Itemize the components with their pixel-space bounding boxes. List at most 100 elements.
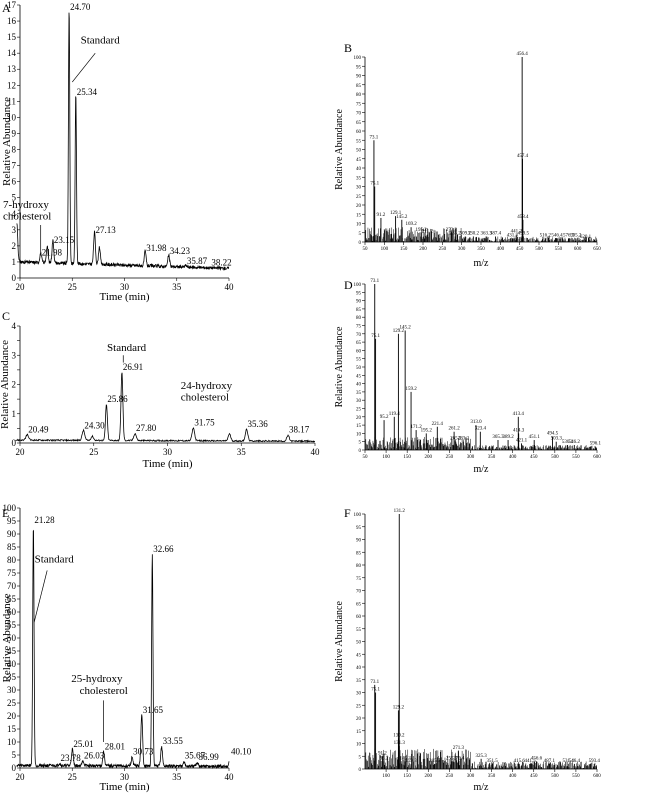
y-tick-label: 75 [356, 325, 362, 330]
ms-peak-label: 313.0 [470, 420, 482, 425]
panel-e: 0510152025303540455055606570758085909510… [1, 503, 252, 793]
y-tick-label: 35 [356, 176, 362, 181]
ms-peak-label: 516.2 [540, 233, 552, 238]
x-tick-label: 30 [163, 447, 173, 457]
y-tick-label: 80 [356, 93, 362, 98]
y-axis-label: Relative Abundance [0, 340, 11, 429]
ms-peak-label: 456.6 [531, 756, 543, 761]
ms-peak-label: 73.1 [370, 135, 379, 140]
y-tick-label: 10 [356, 223, 362, 228]
y-tick-label: 35 [7, 672, 17, 682]
ms-peak-label: 323.4 [475, 427, 487, 432]
ms-peak-label: 325.3 [476, 754, 488, 759]
ms-peak-label: 145.2 [400, 325, 412, 330]
y-tick-label: 95 [356, 291, 362, 296]
panel-letter: C [2, 309, 10, 323]
y-tick-label: 100 [3, 503, 17, 513]
y-tick-label: 95 [356, 65, 362, 70]
annotation-compound-line1: 25-hydroxy [71, 673, 123, 685]
peak-label: 34.23 [170, 246, 191, 256]
y-tick-label: 2 [12, 380, 17, 390]
panel-d: 0510152025303540455055606570758085909510… [334, 278, 601, 475]
x-tick-label: 400 [509, 774, 517, 779]
x-tick-label: 350 [477, 247, 485, 252]
y-tick-label: 100 [354, 283, 362, 288]
y-tick-label: 15 [356, 730, 362, 735]
y-tick-label: 85 [356, 308, 362, 313]
ms-peak-label: 145.3 [400, 756, 412, 761]
ms-peak-label: 215.3 [429, 759, 441, 764]
ms-peak-label: 129.2 [393, 329, 405, 334]
y-tick-label: 50 [356, 366, 362, 371]
y-tick-label: 20 [356, 416, 362, 421]
y-tick-label: 8 [12, 145, 17, 155]
x-tick-label: 50 [363, 247, 369, 252]
annotation-compound-line1: 7-hydroxy [3, 199, 49, 211]
peak-label: 21.98 [42, 248, 63, 258]
x-tick-label: 650 [593, 247, 601, 252]
y-tick-label: 20 [7, 711, 17, 721]
y-tick-label: 5 [12, 193, 17, 203]
ms-peak-label: 145.2 [396, 215, 408, 220]
y-tick-label: 15 [356, 424, 362, 429]
x-tick-label: 30 [120, 282, 130, 292]
y-tick-label: 0 [359, 768, 362, 773]
y-tick-label: 4 [12, 209, 17, 219]
y-tick-label: 6 [12, 177, 17, 187]
x-tick-label: 35 [172, 772, 182, 782]
peak-label: 36.99 [199, 752, 220, 762]
y-tick-label: 65 [7, 594, 17, 604]
ms-peak-label: 95.2 [380, 415, 389, 420]
x-tick-label: 150 [403, 774, 411, 779]
y-tick-label: 60 [356, 349, 362, 354]
y-tick-label: 14 [7, 48, 17, 58]
peak-label: 40.10 [231, 747, 252, 757]
y-tick-label: 5 [359, 755, 362, 760]
annotation-standard: Standard [35, 554, 75, 566]
ms-peak-label: 95.2 [380, 756, 389, 761]
ms-peak-label: 531.4 [562, 759, 574, 764]
y-tick-label: 85 [356, 551, 362, 556]
x-tick-label: 350 [488, 455, 496, 460]
x-tick-label: 100 [382, 774, 390, 779]
x-tick-label: 600 [593, 455, 601, 460]
y-tick-label: 13 [7, 64, 17, 74]
ms-peak-label: 413.4 [513, 412, 525, 417]
ms-peak-label: 421.1 [516, 438, 528, 443]
y-tick-label: 20 [356, 717, 362, 722]
peak-label: 23.15 [54, 235, 75, 245]
ms-peak-label: 487.1 [544, 759, 556, 764]
x-tick-label: 40 [225, 282, 235, 292]
ms-peak-label: 283.2 [458, 437, 470, 442]
y-tick-label: 17 [7, 0, 17, 10]
peak-label: 25.86 [107, 394, 128, 404]
ms-peak-label: 171.2 [410, 425, 422, 430]
peak-label: 27.80 [136, 423, 157, 433]
y-tick-label: 60 [356, 615, 362, 620]
ms-peak-label: 271.3 [453, 746, 465, 751]
ms-peak-label: 73.1 [370, 279, 379, 284]
peak-label: 23.78 [61, 753, 82, 763]
y-axis-label: Relative Abundance [334, 326, 345, 407]
ms-peak-label: 91.2 [378, 751, 387, 756]
y-tick-label: 45 [7, 646, 17, 656]
y-tick-label: 35 [356, 391, 362, 396]
ms-peak-label: 73.1 [370, 680, 379, 685]
x-axis-label: Time (min) [142, 458, 192, 470]
y-tick-label: 2 [12, 241, 17, 251]
x-tick-label: 300 [467, 455, 475, 460]
ms-peak-label: 546.4 [569, 759, 581, 764]
y-tick-label: 90 [7, 529, 17, 539]
y-tick-label: 9 [12, 128, 17, 138]
y-tick-label: 30 [356, 692, 362, 697]
annotation-compound-line1: 24-hydroxy [181, 380, 233, 392]
y-tick-label: 95 [356, 526, 362, 531]
y-tick-label: 45 [356, 158, 362, 163]
y-tick-label: 70 [356, 590, 362, 595]
ms-peak-label: 414.3 [513, 428, 525, 433]
peak-label: 24.70 [70, 2, 91, 12]
peak-label: 28.01 [105, 741, 125, 751]
peak-label: 38.22 [211, 257, 231, 267]
ms-peak-label: 265.2 [450, 437, 462, 442]
